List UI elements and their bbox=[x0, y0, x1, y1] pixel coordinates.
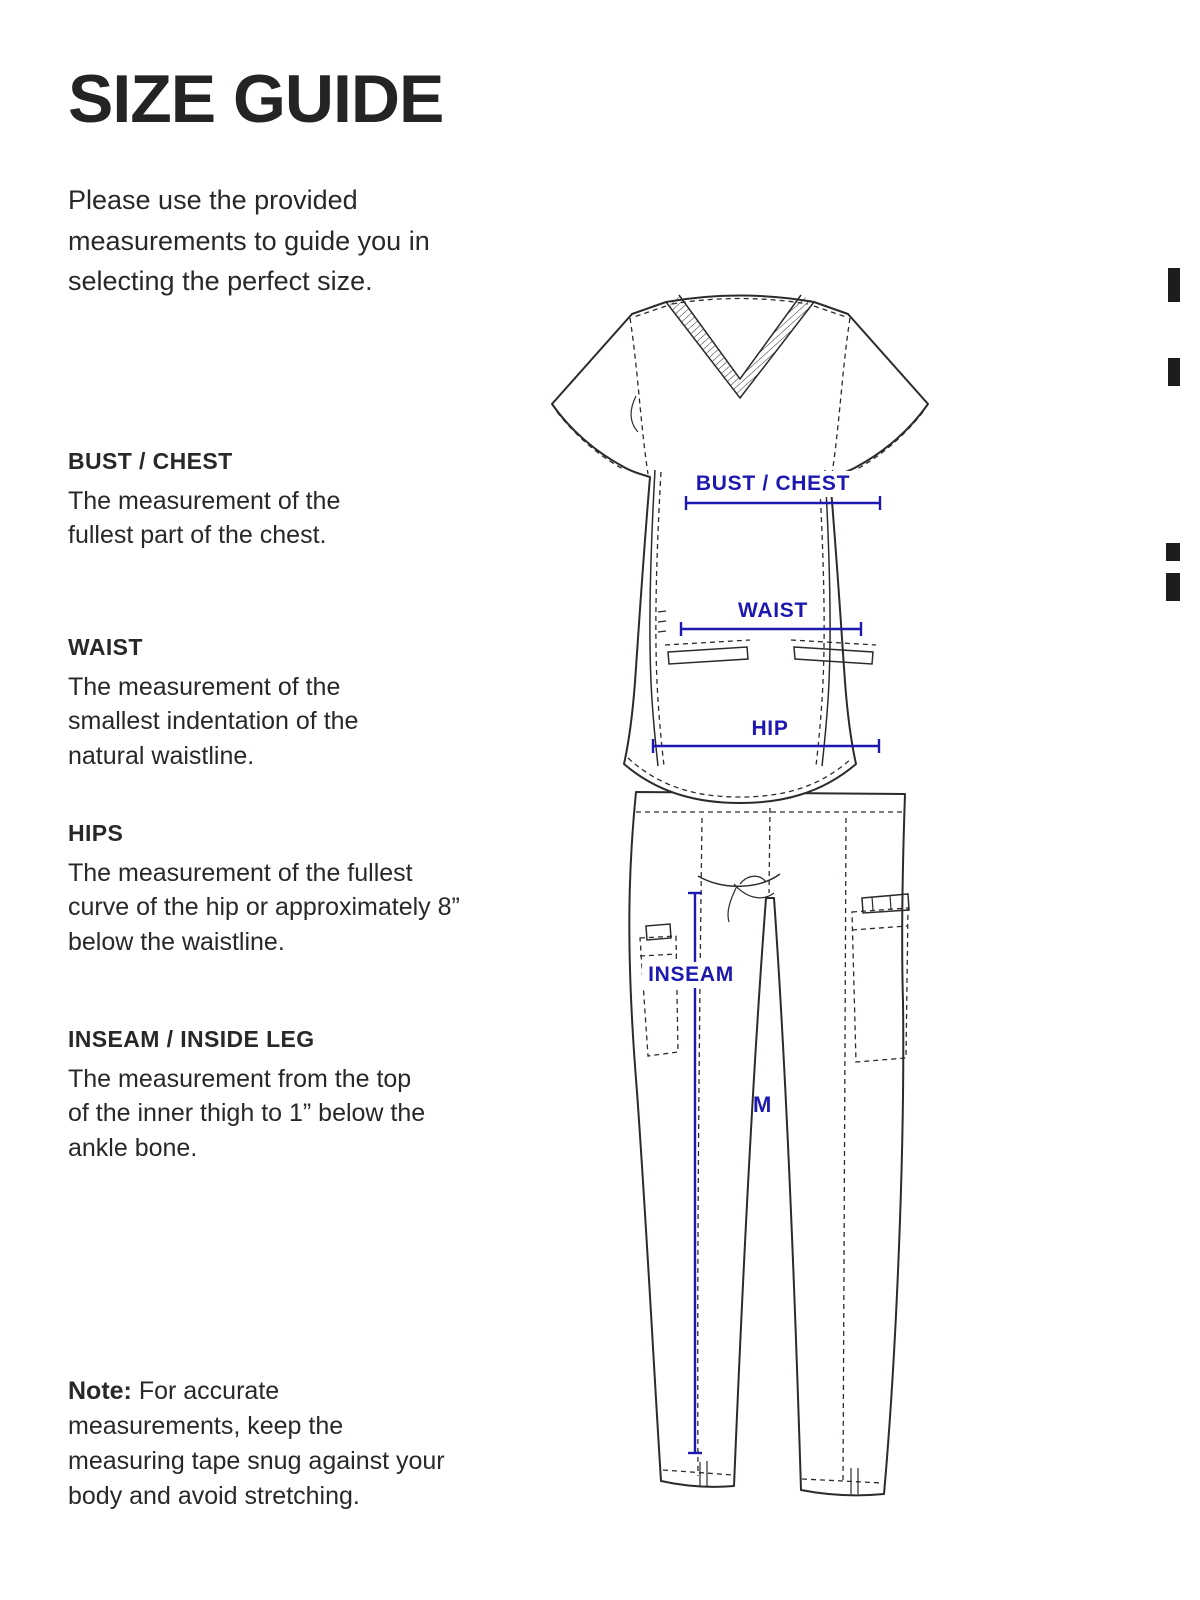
right-hem-slit bbox=[850, 1468, 859, 1494]
page-title: SIZE GUIDE bbox=[68, 61, 444, 137]
section-body: The measurement from the top of the inne… bbox=[68, 1065, 426, 1162]
bust-measure-line bbox=[684, 496, 882, 510]
pen-slot-1 bbox=[871, 896, 874, 911]
waist-measure-line bbox=[679, 622, 863, 636]
side-zip-detail bbox=[657, 610, 667, 633]
scrub-top bbox=[551, 294, 929, 804]
cargo-pocket-right-detail bbox=[861, 893, 910, 914]
left-hem-slit bbox=[699, 1461, 708, 1487]
edge-fragment bbox=[1166, 543, 1180, 561]
size-marker-label: M bbox=[753, 1092, 772, 1117]
right-hem-stitch bbox=[801, 1478, 884, 1484]
section-body: The measurement of the fullest curve of … bbox=[68, 859, 460, 956]
cargo-pocket-left-flap bbox=[639, 953, 678, 957]
section-hips: HIPS The measurement of the fullest curv… bbox=[68, 820, 468, 959]
hip-measure-label: HIP bbox=[745, 716, 795, 742]
inseam-measure-label: INSEAM bbox=[642, 962, 740, 988]
hip-measure-line bbox=[651, 739, 881, 753]
section-bust: BUST / CHEST The measurement of the full… bbox=[68, 448, 408, 553]
drawstring-tie bbox=[733, 883, 775, 899]
top-outline bbox=[551, 294, 929, 804]
note-text: For accurate measurements, keep the meas… bbox=[68, 1377, 445, 1510]
bust-measure-label: BUST / CHEST bbox=[689, 471, 857, 497]
shoulder-seam-left bbox=[633, 305, 667, 318]
left-hem-stitch bbox=[662, 1469, 734, 1476]
measurement-note: Note: For accurate measurements, keep th… bbox=[68, 1374, 448, 1514]
intro-text: Please use the provided measurements to … bbox=[68, 185, 430, 296]
drawstring-end bbox=[727, 885, 738, 923]
right-leg-crease bbox=[842, 817, 847, 1485]
shoulder-seam-right bbox=[813, 305, 847, 318]
collar-outer bbox=[665, 301, 815, 400]
section-heading: WAIST bbox=[68, 634, 143, 660]
bottom-hem-stitch bbox=[627, 757, 853, 798]
drawstring-loop bbox=[739, 875, 767, 885]
section-heading: INSEAM / INSIDE LEG bbox=[68, 1026, 315, 1052]
collar-inner bbox=[678, 294, 802, 381]
back-neck-seam bbox=[671, 297, 809, 305]
edge-fragment bbox=[1168, 358, 1180, 386]
cargo-pocket-left-tab bbox=[645, 923, 672, 941]
sleeve-hem-left bbox=[556, 411, 626, 471]
section-heading: HIPS bbox=[68, 820, 124, 846]
waist-measure-label: WAIST bbox=[732, 598, 814, 624]
welt-pocket-right bbox=[793, 646, 874, 665]
side-panel-seam-left bbox=[649, 469, 659, 767]
sleeve-detail-left bbox=[630, 395, 639, 433]
side-panel-seam-right bbox=[821, 469, 831, 767]
section-body: The measurement of the fullest part of t… bbox=[68, 487, 341, 550]
sleeve-hem-right bbox=[854, 411, 924, 471]
section-body: The measurement of the smallest indentat… bbox=[68, 673, 359, 770]
section-inseam: INSEAM / INSIDE LEG The measurement from… bbox=[68, 1026, 433, 1165]
collar-rib bbox=[666, 295, 814, 398]
side-panel-stitch-right bbox=[815, 471, 825, 767]
armhole-seam-left bbox=[629, 317, 649, 475]
scrub-pants bbox=[628, 791, 910, 1497]
drawstring bbox=[697, 873, 781, 887]
edge-fragment bbox=[1168, 268, 1180, 302]
note-label: Note: bbox=[68, 1377, 132, 1405]
pen-slot-2 bbox=[889, 895, 892, 910]
section-waist: WAIST The measurement of the smallest in… bbox=[68, 634, 408, 773]
section-heading: BUST / CHEST bbox=[68, 448, 233, 474]
side-panel-stitch-left bbox=[655, 471, 665, 767]
cargo-pocket-right-flap bbox=[851, 925, 908, 931]
armhole-seam-right bbox=[831, 317, 851, 475]
welt-pocket-left bbox=[667, 646, 749, 665]
cargo-pocket-right bbox=[851, 907, 909, 1063]
edge-fragment bbox=[1166, 573, 1180, 601]
